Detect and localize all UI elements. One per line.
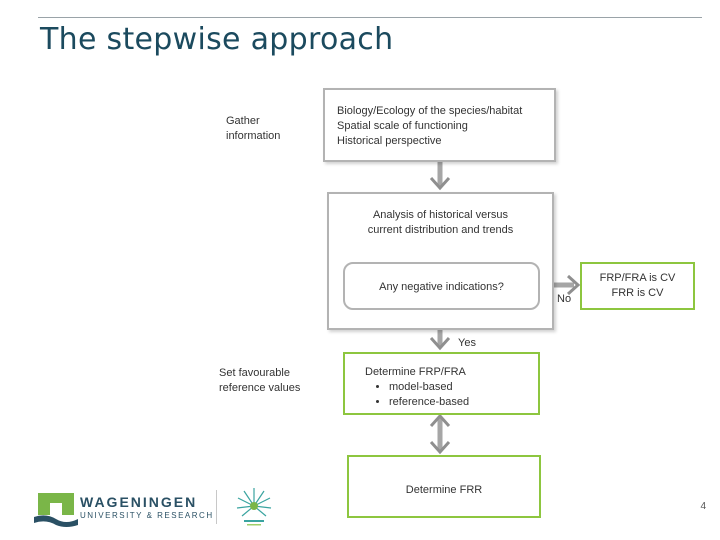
set-ref-label-line2: reference values: [219, 382, 301, 394]
result-line-frr: FRR is CV: [611, 287, 664, 299]
determine-frp-box: Determine FRP/FRA model-based reference-…: [343, 352, 540, 415]
arrowhead-yes: [429, 336, 451, 351]
logo-line2: UNIVERSITY & RESEARCH: [80, 511, 214, 520]
gather-information-label: Gather information: [226, 114, 280, 144]
info-line-biology: Biology/Ecology of the species/habitat: [337, 105, 523, 117]
determine-frp-bullets: model-based reference-based: [345, 380, 538, 410]
arrowhead-no: [566, 274, 581, 296]
bullet-model-based: model-based: [389, 380, 538, 395]
wageningen-logo-text: WAGENINGEN UNIVERSITY & RESEARCH: [80, 494, 214, 520]
analysis-line2: current distribution and trends: [367, 224, 514, 236]
negative-indications-box: Any negative indications?: [343, 262, 540, 310]
determine-frr-box: Determine FRR: [347, 455, 541, 518]
arrowhead-frp-frr-down: [429, 440, 451, 455]
set-ref-label-line1: Set favourable: [219, 367, 290, 379]
top-rule: [38, 17, 702, 18]
negative-indications-text: Any negative indications?: [379, 281, 504, 293]
yes-label: Yes: [458, 337, 476, 349]
partner-logo-icon: [236, 488, 272, 526]
gather-label-line1: Gather: [226, 115, 260, 127]
wageningen-logo-icon: [34, 493, 78, 527]
arrowhead-frp-frr-up: [429, 413, 451, 428]
result-line-frp: FRP/FRA is CV: [599, 272, 676, 284]
page-title: The stepwise approach: [40, 22, 394, 57]
determine-frr-text: Determine FRR: [405, 484, 483, 496]
info-line-historical: Historical perspective: [337, 135, 442, 147]
result-box: FRP/FRA is CV FRR is CV: [580, 262, 695, 310]
set-reference-values-label: Set favourable reference values: [219, 366, 300, 396]
analysis-line1: Analysis of historical versus: [372, 209, 509, 221]
info-box: Biology/Ecology of the species/habitat S…: [323, 88, 556, 162]
no-label: No: [557, 293, 572, 305]
info-line-spatial: Spatial scale of functioning: [337, 120, 468, 132]
logo-divider: [216, 490, 217, 524]
arrowhead-info-to-analysis: [429, 176, 451, 191]
page-number: 4: [700, 501, 706, 512]
logo-line1: WAGENINGEN: [80, 494, 198, 510]
determine-frp-heading: Determine FRP/FRA: [365, 366, 466, 378]
bullet-reference-based: reference-based: [389, 395, 538, 410]
gather-label-line2: information: [226, 130, 281, 142]
